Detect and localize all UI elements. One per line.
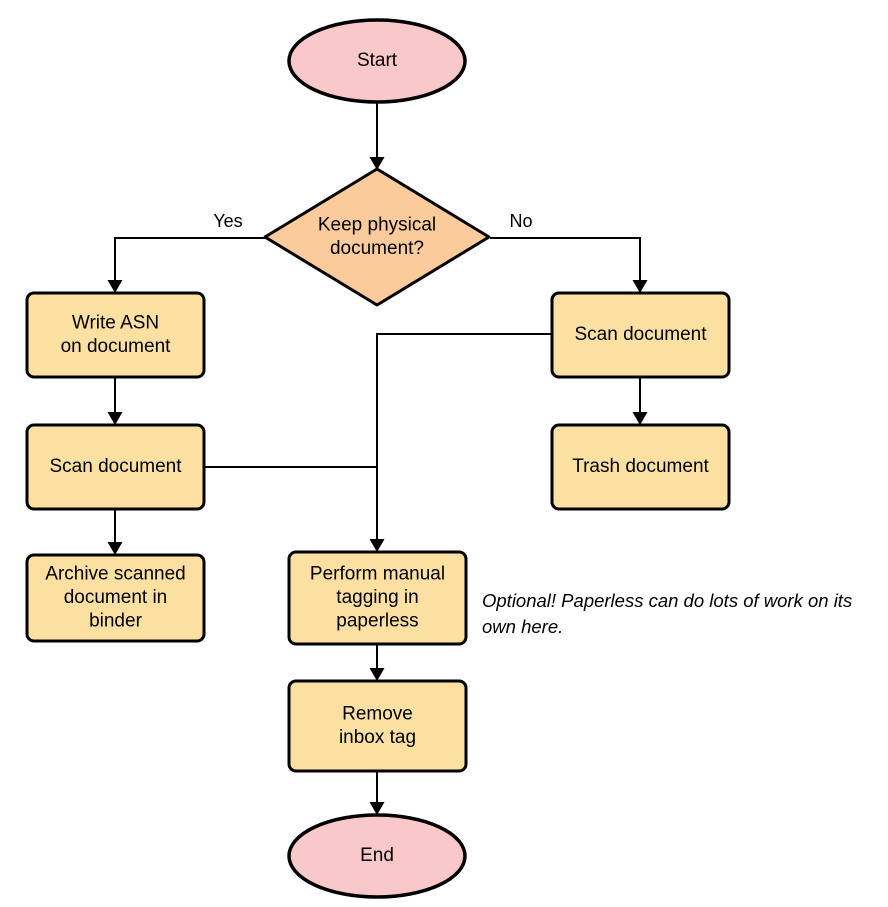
process-shape[interactable] — [25, 553, 206, 643]
node-label: Keep physical — [318, 214, 436, 235]
process-shape[interactable] — [287, 679, 468, 773]
node-label: Remove — [342, 703, 413, 724]
process-shape[interactable] — [25, 291, 206, 379]
node-label: Start — [357, 50, 398, 71]
annotation-optional-note: Optional! Paperless can do lots of work … — [482, 590, 853, 638]
node-start[interactable]: Start — [287, 18, 467, 104]
node-end[interactable]: End — [287, 813, 467, 899]
node-label: Scan document — [574, 324, 707, 345]
arrowhead-icon — [369, 539, 385, 552]
edge-label-decision-yes-to-write-asn: Yes — [213, 211, 242, 231]
arrowhead-icon — [369, 157, 385, 170]
node-keep-physical[interactable]: Keep physical document? — [263, 167, 491, 307]
process-shape[interactable] — [550, 291, 731, 379]
edge-remove-inbox-tag-to-end — [369, 771, 385, 815]
process-shape[interactable] — [25, 423, 206, 511]
node-trash-document[interactable]: Trash document — [550, 423, 731, 511]
process-shape[interactable] — [550, 423, 731, 511]
edge-line — [376, 333, 552, 544]
node-label: on document — [61, 336, 172, 357]
process-shape[interactable] — [287, 550, 468, 646]
edge-scan-right-to-trash — [632, 377, 648, 425]
arrowhead-icon — [369, 802, 385, 815]
edge-line — [490, 237, 641, 285]
arrowhead-icon — [632, 412, 648, 425]
arrowhead-icon — [632, 280, 648, 293]
node-remove-inbox-tag[interactable]: Remove inbox tag — [287, 679, 468, 773]
edge-labels-group: Yes No — [213, 211, 532, 231]
arrowhead-icon — [107, 542, 123, 555]
node-label: Trash document — [572, 456, 709, 477]
edge-line — [114, 237, 265, 285]
node-write-asn[interactable]: Write ASN on document — [25, 291, 206, 379]
arrowhead-icon — [369, 668, 385, 681]
node-label: Scan document — [49, 456, 182, 477]
edge-scan-right-to-manual-tagging — [369, 333, 552, 552]
node-label: Perform manual — [310, 564, 445, 585]
node-scan-right[interactable]: Scan document — [550, 291, 731, 379]
decision-shape[interactable] — [263, 167, 491, 307]
edge-scan-left-to-archive — [107, 509, 123, 555]
arrowhead-icon — [107, 280, 123, 293]
edge-write-asn-to-scan-left — [107, 377, 123, 425]
arrowhead-icon — [107, 412, 123, 425]
node-label: binder — [89, 611, 142, 632]
terminal-shape[interactable] — [287, 18, 467, 104]
edge-decision-no-to-scan-right — [490, 237, 648, 293]
edge-decision-yes-to-write-asn — [107, 237, 265, 293]
node-label: document? — [330, 238, 424, 259]
node-label: paperless — [336, 611, 418, 632]
node-label: document in — [64, 587, 168, 608]
edge-manual-tagging-to-remove-inbox-tag — [369, 644, 385, 681]
node-scan-left[interactable]: Scan document — [25, 423, 206, 511]
edges-group — [107, 102, 648, 815]
node-label: End — [360, 845, 394, 866]
node-label: Archive scanned — [45, 564, 185, 585]
terminal-shape[interactable] — [287, 813, 467, 899]
node-label: inbox tag — [339, 727, 416, 748]
node-label: Write ASN — [72, 312, 159, 333]
edge-start-to-decision — [369, 102, 385, 170]
node-label: tagging in — [336, 587, 418, 608]
edge-label-decision-no-to-scan-right: No — [509, 211, 532, 231]
